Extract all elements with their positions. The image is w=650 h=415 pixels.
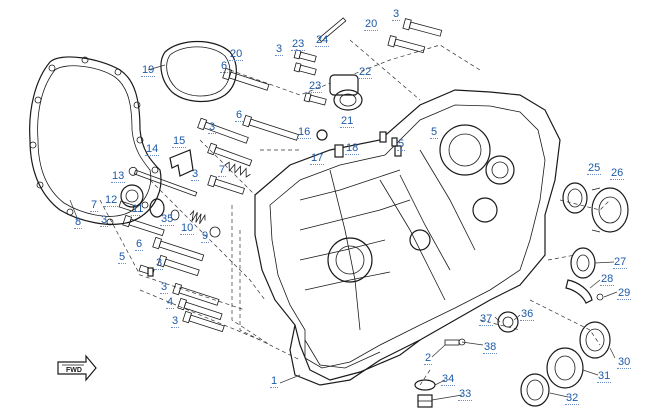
callout-25[interactable]: 25	[587, 162, 602, 175]
callout-32[interactable]: 32	[565, 392, 580, 405]
callout-3-a[interactable]: 3	[392, 8, 401, 21]
callout-6-a[interactable]: 6	[220, 60, 229, 73]
callout-11[interactable]: 11	[131, 203, 145, 216]
gasket-large	[29, 56, 162, 225]
callout-26[interactable]: 26	[610, 167, 625, 180]
callout-12[interactable]: 12	[104, 194, 119, 207]
callout-22[interactable]: 22	[358, 66, 373, 79]
callout-17[interactable]: 17	[310, 152, 325, 165]
callout-8[interactable]: 8	[74, 216, 83, 229]
callout-3-e[interactable]: 3	[100, 214, 109, 227]
seal-32	[520, 373, 550, 407]
callout-7-b[interactable]: 7	[218, 164, 227, 177]
callout-2[interactable]: 2	[424, 352, 433, 365]
callout-24[interactable]: 24	[315, 34, 330, 47]
callout-6-c[interactable]: 6	[135, 238, 144, 251]
fwd-label: FWD	[66, 367, 82, 374]
bolts-top	[293, 17, 443, 106]
callout-20-b[interactable]: 20	[229, 48, 244, 61]
seal-30	[579, 321, 611, 359]
callout-5-a[interactable]: 5	[430, 126, 439, 139]
bearing-25-26	[562, 182, 629, 233]
callout-37[interactable]: 37	[479, 313, 494, 326]
callout-23-b[interactable]: 23	[308, 80, 323, 93]
callout-10[interactable]: 10	[180, 222, 195, 235]
callout-21[interactable]: 21	[340, 115, 355, 128]
callout-14[interactable]: 14	[145, 143, 160, 156]
callout-3-d[interactable]: 3	[191, 168, 200, 181]
callout-3-c[interactable]: 3	[208, 121, 217, 134]
callout-27[interactable]: 27	[613, 256, 628, 269]
callout-30[interactable]: 30	[617, 356, 632, 369]
gasket-small	[160, 41, 237, 102]
callout-36[interactable]: 36	[520, 308, 535, 321]
crankcase-main	[254, 89, 561, 386]
callout-15[interactable]: 15	[172, 135, 187, 148]
fwd-arrow-icon	[57, 354, 97, 382]
callout-13[interactable]: 13	[111, 170, 126, 183]
bolts-left	[118, 67, 299, 333]
callout-33[interactable]: 33	[458, 388, 473, 401]
callout-31[interactable]: 31	[597, 370, 612, 383]
callout-4[interactable]: 4	[166, 296, 175, 309]
bracket-28	[565, 279, 593, 304]
callout-35[interactable]: 35	[160, 213, 175, 226]
callout-7-a[interactable]: 7	[90, 199, 99, 212]
callout-5-b[interactable]: 5	[397, 138, 406, 151]
callout-6-b[interactable]: 6	[235, 109, 244, 122]
callout-29[interactable]: 29	[617, 287, 632, 300]
callout-3-g[interactable]: 3	[160, 281, 169, 294]
callout-5-c[interactable]: 5	[118, 251, 127, 264]
callout-28[interactable]: 28	[600, 273, 615, 286]
callout-3-b[interactable]: 3	[275, 43, 284, 56]
callout-19[interactable]: 19	[141, 64, 156, 77]
bearing-31	[546, 347, 584, 389]
callout-3-f[interactable]: 3	[155, 257, 164, 270]
bearing-27	[570, 247, 596, 279]
water-housing	[329, 74, 363, 111]
callout-23-a[interactable]: 23	[291, 38, 306, 51]
callout-20-a[interactable]: 20	[364, 18, 379, 31]
gasket-bolt-holes	[29, 56, 159, 226]
callout-16[interactable]: 16	[297, 126, 312, 139]
callout-3-h[interactable]: 3	[171, 315, 180, 328]
callout-1[interactable]: 1	[270, 375, 279, 388]
callout-38[interactable]: 38	[483, 341, 498, 354]
callout-34[interactable]: 34	[441, 373, 456, 386]
callout-9[interactable]: 9	[201, 230, 210, 243]
callout-18[interactable]: 18	[345, 142, 360, 155]
